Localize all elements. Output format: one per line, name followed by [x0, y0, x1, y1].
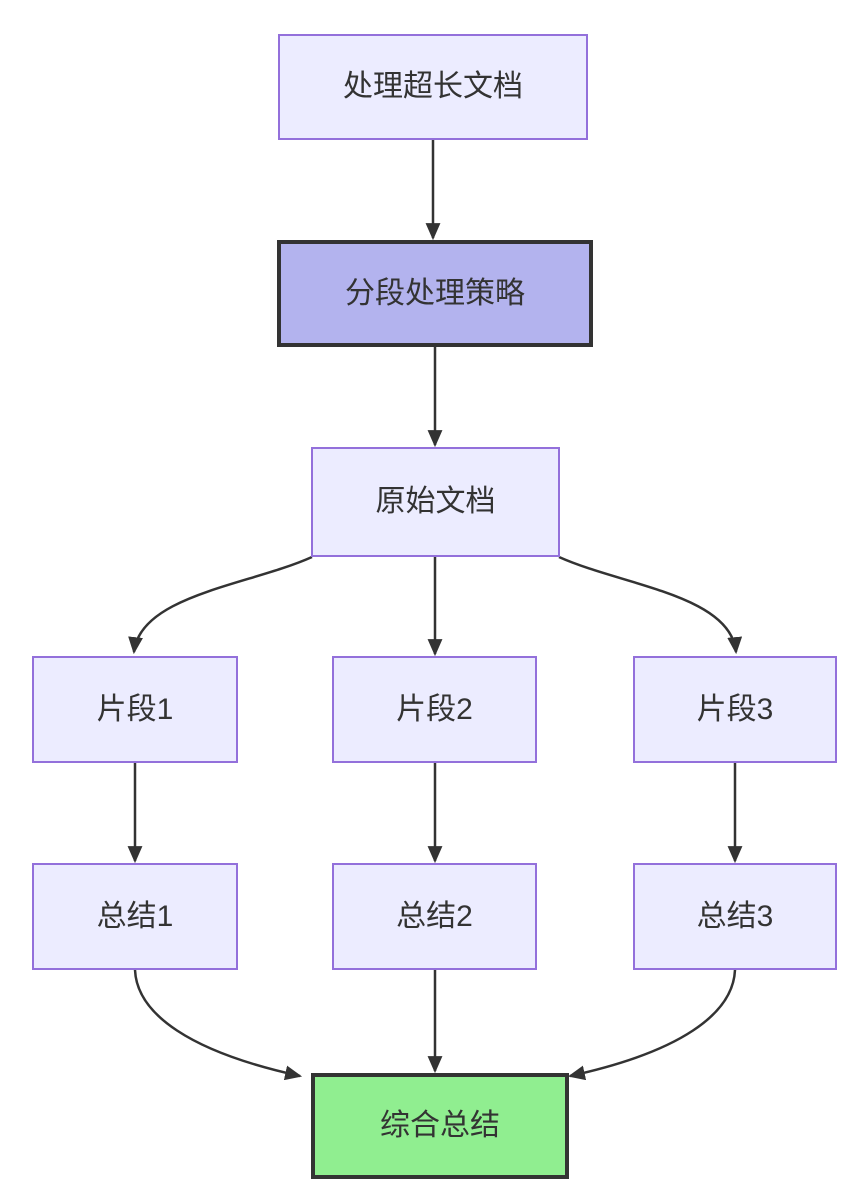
node-fragment-2: 片段2 — [332, 656, 537, 763]
edge-summary-1-to-final-summary — [133, 969, 303, 1081]
node-process-long-doc: 处理超长文档 — [278, 34, 588, 140]
edge-original-doc-to-fragment-3 — [558, 555, 743, 655]
node-fragment-3: 片段3 — [633, 656, 837, 763]
edge-summary-3-to-final-summary — [567, 969, 737, 1081]
node-summary-2: 总结2 — [332, 863, 537, 970]
node-fragment-1: 片段1 — [32, 656, 238, 763]
node-original-doc: 原始文档 — [311, 447, 560, 557]
node-final-summary: 综合总结 — [311, 1073, 569, 1179]
node-summary-3: 总结3 — [633, 863, 837, 970]
node-summary-1: 总结1 — [32, 863, 238, 970]
edge-original-doc-to-fragment-1 — [128, 555, 313, 655]
node-segment-strategy: 分段处理策略 — [277, 240, 593, 347]
